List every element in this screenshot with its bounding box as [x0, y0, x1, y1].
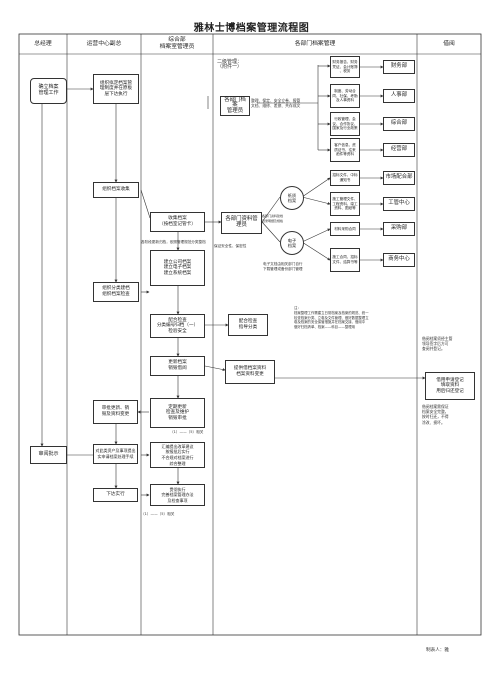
column-header-dept: 各部门档案管理	[294, 40, 336, 47]
page-title: 雅林士博档案管理流程图	[193, 23, 310, 34]
dept-purchase: 采购部	[383, 222, 415, 236]
collect-note: 各阶段更新归档，依照管理规范分类整档	[141, 240, 206, 244]
update-node: 更新档案 销毁借阅	[150, 356, 205, 376]
column-header-archivist: 综合部 档案室管理员	[159, 37, 195, 50]
dept-mgmt-node: 各部门档案 管理员	[220, 96, 250, 116]
electronic-archive-circle: 电子 档案	[280, 231, 304, 255]
borrow-note-top: 借阅档案须经主管 领导签字后方可 查阅并登记。	[422, 336, 453, 352]
dept-item: 材料采购合同	[330, 222, 360, 236]
level-label: 二级管理： （附件一）	[217, 59, 243, 71]
dept-items-note: 整理、保定、安全立卷、报管 文档、维修、差旅、共存成文	[251, 98, 301, 109]
change-verify-node: 定期更新 检查及维护 销毁审批	[150, 398, 205, 428]
collect-org-node: 组织档案收集	[93, 182, 139, 198]
collect-node: 收集档案 （按档室记管卡）	[150, 212, 205, 232]
mid-mgmt-node: 各部门资料管 理员	[221, 212, 262, 234]
approve-dispose-node: 审批更新、销 毁及资料变更	[93, 400, 138, 424]
dept-business: 经营部	[383, 143, 415, 157]
column-header-deputy: 运营中心副总	[86, 40, 122, 47]
dept-item: 施工合同、招标 文件、结算书等	[330, 248, 360, 272]
start-node: 确立档案 管理工作	[30, 78, 67, 104]
borrow-note-bottom: 借阅档案需保证 档案安全完整， 按时归还，不得 涂改、损坏。	[422, 404, 449, 425]
dept-finance: 财务部	[383, 60, 415, 74]
electronic-note: 电子文档由相关部门自行 下载管理或备份部门管理	[263, 262, 303, 272]
dept-item: 施工管理文件、 工程资料、竣工 资料、图纸等	[330, 192, 360, 216]
approve-review-node: 审阅批示	[30, 446, 67, 464]
summary-node: 汇编提出改革建议 按报批后实行 不合规对档案进行 综合整理	[150, 442, 205, 468]
table-frame	[18, 33, 482, 636]
cooperate-node: 配合检查 指导分类	[228, 314, 268, 336]
dept-general: 综合部	[383, 117, 415, 131]
dept-item: 客户信息、资 质证书、往来 函件等资料	[330, 138, 360, 162]
classify-check-node: 组织分类建档 组织档案检查	[93, 282, 139, 302]
change-note: （1）——（5）相关	[170, 430, 204, 434]
dept-hr: 人事部	[383, 89, 415, 103]
plan-node: 组织拟定档案管 理制度并在原板 层下达执行	[93, 74, 139, 104]
cooperate-change-node: 提供借档案资料 档案资料变更	[225, 360, 275, 384]
check-note: 注： 档案整理工作需建立日常档案及档案的规范、统一 检查档案分类、立卷及文件管理…	[294, 306, 369, 330]
dept-item: 招标文件、中标 通知书	[330, 170, 360, 186]
dept-commerce: 商务中心	[383, 253, 415, 267]
security-note: 保证安全性、保密性	[214, 244, 247, 248]
tail-note: （1）——（5）相关	[141, 512, 175, 516]
dept-market: 市场配合部	[383, 171, 415, 185]
footer-author: 制表人：雅	[426, 648, 449, 653]
mid-note: 各部门资料建档 目录明细及规格	[262, 214, 284, 224]
dept-engineering: 工管中心	[383, 197, 415, 211]
column-header-borrow: 借阅	[443, 40, 455, 47]
borrow-apply-node: 借用申请登记 填取资料 用后归还登记	[425, 372, 475, 400]
column-header-gm: 总经理	[34, 40, 52, 47]
exec-node: 贯彻执行 完善档案管理办法 及检查事项	[150, 484, 205, 506]
paper-archive-circle: 纸质 档案	[280, 186, 304, 210]
report-node: 对此类资产及事项提出 实申请档案处理手续	[93, 444, 138, 464]
issue-node: 下达实行	[93, 488, 138, 502]
dept-item: 财务报告、财务 凭证、会计账簿 、税务	[330, 56, 360, 78]
build-archive-node: 建立公司档案 建立电子档案 建立系统档案	[150, 250, 205, 286]
classify-archive-node: 配合检查 分类编号归档（一） 检验安全	[150, 314, 205, 338]
dept-item: 行政管理、会 议、合作协议、 国家及行业政策	[330, 112, 360, 136]
dept-item: 制度、劳动合 同、社保、考勤 及人事资料	[330, 84, 360, 108]
